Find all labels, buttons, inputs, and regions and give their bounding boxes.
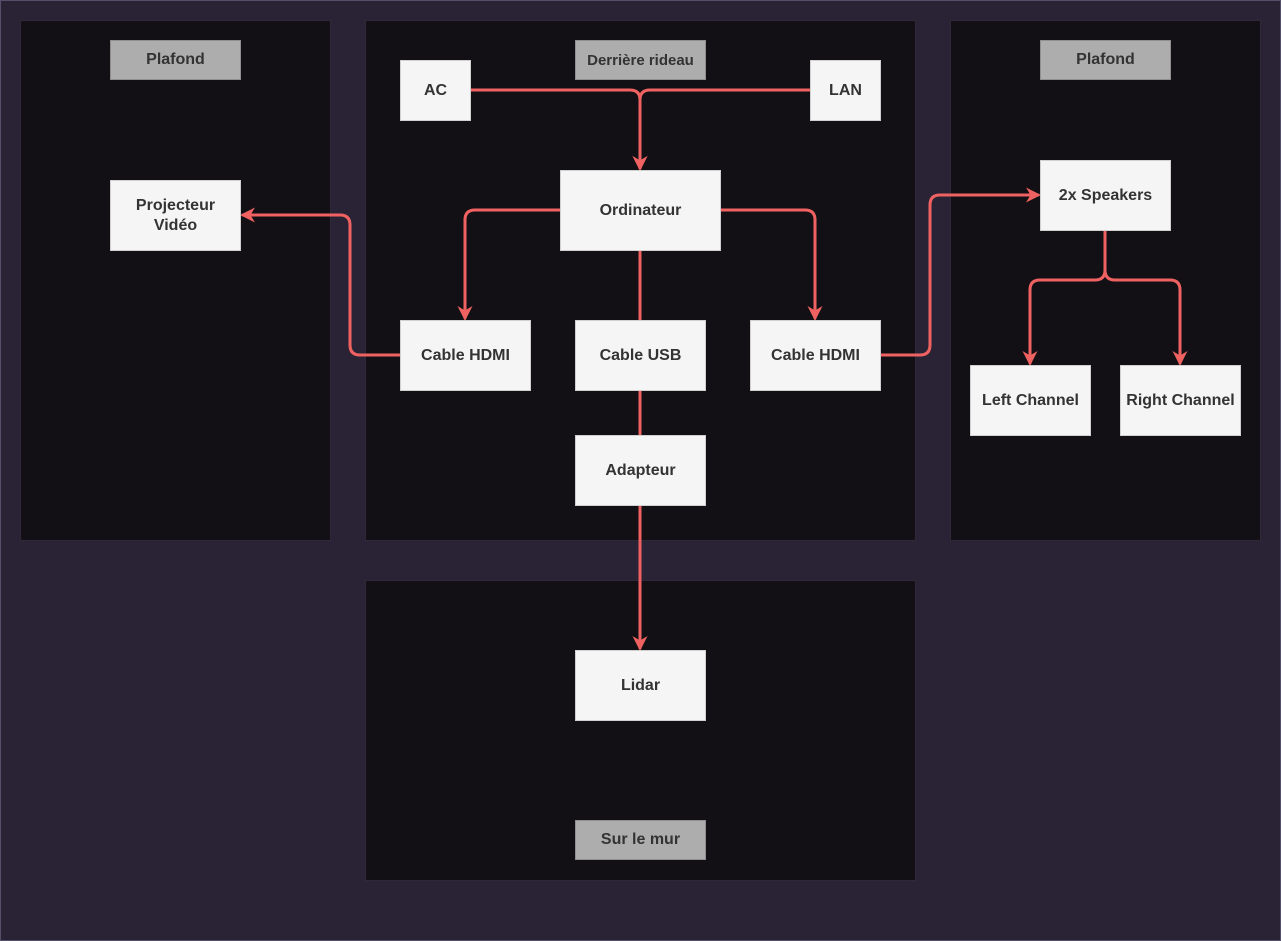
panel-label-derriere-rideau: Derrière rideau [575, 40, 706, 80]
node-cable-hdmi-left[interactable]: Cable HDMI [400, 320, 531, 391]
edge-hdmi-projecteur [240, 207, 402, 357]
panel-plafond-right [950, 20, 1261, 541]
node-cable-hdmi-right[interactable]: Cable HDMI [750, 320, 881, 391]
node-adapteur[interactable]: Adapteur [575, 435, 706, 506]
panel-plafond-left [20, 20, 331, 541]
node-ac[interactable]: AC [400, 60, 471, 121]
node-cable-usb[interactable]: Cable USB [575, 320, 706, 391]
edge-ordinateur-hdmi-right [718, 208, 823, 321]
edge-ordinateur-hdmi-left [457, 208, 562, 321]
node-ordinateur[interactable]: Ordinateur [560, 170, 721, 251]
node-lan[interactable]: LAN [810, 60, 881, 121]
node-right-channel[interactable]: Right Channel [1120, 365, 1241, 436]
edge-lan-ordinateur [632, 88, 812, 171]
edge-speakers-right-channel [1103, 228, 1188, 366]
panel-label-sur-le-mur: Sur le mur [575, 820, 706, 860]
edge-ac-ordinateur [468, 88, 648, 171]
node-2x-speakers[interactable]: 2x Speakers [1040, 160, 1171, 231]
panel-label-plafond-right: Plafond [1040, 40, 1171, 80]
node-projecteur-video[interactable]: Projecteur Vidéo [110, 180, 241, 251]
edge-hdmi-speakers [878, 187, 1041, 357]
node-lidar[interactable]: Lidar [575, 650, 706, 721]
panel-label-plafond-left: Plafond [110, 40, 241, 80]
edge-speakers-left-channel [1022, 228, 1107, 366]
node-left-channel[interactable]: Left Channel [970, 365, 1091, 436]
